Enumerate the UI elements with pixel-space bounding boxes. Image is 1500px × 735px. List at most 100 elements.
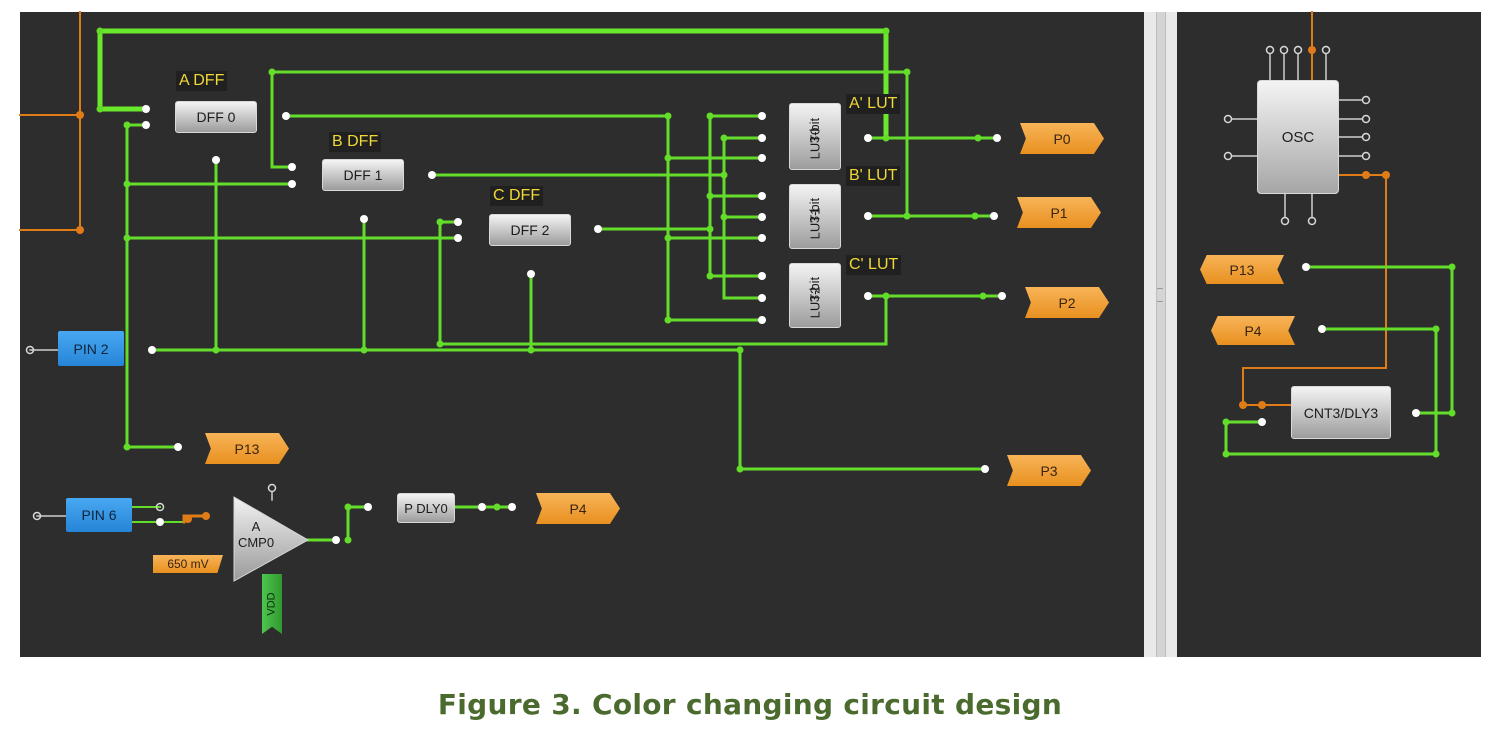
connection-pin	[478, 503, 486, 511]
junction-dot	[436, 218, 444, 226]
junction-dot	[974, 134, 982, 142]
junction-dot	[1308, 46, 1316, 54]
junction-dot	[1222, 418, 1230, 426]
port-p0[interactable]: P0	[1020, 123, 1104, 154]
port-r-p13[interactable]: P13	[1200, 255, 1284, 284]
connection-pin	[1412, 409, 1420, 417]
vref-650mv[interactable]: 650 mV	[153, 555, 223, 573]
connection-pin	[864, 134, 872, 142]
junction-dot	[664, 154, 672, 162]
open-pin	[1321, 45, 1331, 55]
connection-pin	[758, 154, 766, 162]
pin2-block[interactable]: PIN 2	[58, 331, 124, 366]
connection-pin	[758, 234, 766, 242]
junction-dot	[882, 292, 890, 300]
connection-pin	[212, 156, 220, 164]
junction-dot	[736, 346, 744, 354]
label-b-lut: B' LUT	[846, 166, 901, 186]
junction-dot	[664, 316, 672, 324]
connection-pin	[998, 292, 1006, 300]
comparator-shape[interactable]	[232, 495, 312, 585]
connection-pin	[864, 212, 872, 220]
junction-dot	[736, 465, 744, 473]
figure-caption: Figure 3. Color changing circuit design	[437, 688, 1063, 721]
junction-dot	[360, 346, 368, 354]
lut0-block[interactable]: 3-bit LUT0	[789, 103, 841, 170]
splitter[interactable]	[1144, 12, 1177, 657]
open-pin	[1265, 45, 1275, 55]
connection-pin	[758, 272, 766, 280]
dff0-block[interactable]: DFF 0	[175, 101, 257, 133]
connection-pin	[288, 163, 296, 171]
wire	[438, 220, 888, 346]
connection-pin	[288, 180, 296, 188]
open-pin	[1223, 114, 1233, 124]
osc-block[interactable]: OSC	[1257, 80, 1339, 194]
connection-pin	[758, 192, 766, 200]
junction-dot	[720, 171, 728, 179]
port-r-p4[interactable]: P4	[1211, 316, 1295, 345]
connection-pin	[156, 518, 164, 526]
orange-wire	[1242, 174, 1387, 406]
junction-dot	[96, 105, 104, 113]
vdd-supply[interactable]: VDD	[262, 574, 282, 634]
junction-dot	[123, 121, 131, 129]
cnt3-dly3-block[interactable]: CNT3/DLY3	[1291, 386, 1391, 439]
open-pin	[155, 502, 165, 512]
junction-dot	[344, 536, 352, 544]
dff1-block[interactable]: DFF 1	[322, 159, 404, 191]
port-p1[interactable]: P1	[1017, 197, 1101, 228]
junction-dot	[706, 112, 714, 120]
junction-dot	[720, 134, 728, 142]
connection-pin	[990, 212, 998, 220]
open-pin	[267, 483, 277, 493]
open-pin	[32, 511, 42, 521]
connection-pin	[758, 213, 766, 221]
connection-pin	[1318, 325, 1326, 333]
connection-pin	[758, 316, 766, 324]
connection-pin	[282, 112, 290, 120]
junction-dot	[1448, 409, 1456, 417]
pdly0-block[interactable]: P DLY0	[397, 493, 455, 523]
junction-dot	[344, 503, 352, 511]
junction-dot	[436, 340, 444, 348]
port-p3[interactable]: P3	[1007, 455, 1091, 486]
open-pin	[1280, 216, 1290, 226]
wire	[708, 227, 764, 278]
connection-pin	[594, 225, 602, 233]
junction-dot	[1222, 450, 1230, 458]
wire	[125, 123, 180, 449]
lut2-block[interactable]: 3-bit LUT2	[789, 263, 841, 328]
connection-pin	[428, 171, 436, 179]
dff2-block[interactable]: DFF 2	[489, 214, 571, 246]
wire	[430, 173, 764, 300]
junction-dot	[706, 192, 714, 200]
junction-dot	[882, 27, 890, 35]
label-c-lut: C' LUT	[846, 255, 902, 275]
junction-dot	[979, 292, 987, 300]
junction-dot	[527, 346, 535, 354]
junction-dot	[1432, 450, 1440, 458]
junction-dot	[664, 112, 672, 120]
junction-dot	[123, 180, 131, 188]
label-a-lut: A' LUT	[846, 94, 901, 114]
port-p13[interactable]: P13	[205, 433, 289, 464]
pin6-block[interactable]: PIN 6	[66, 498, 132, 532]
connection-pin	[360, 215, 368, 223]
open-pin	[1361, 95, 1371, 105]
junction-dot	[1382, 171, 1390, 179]
port-p2[interactable]: P2	[1025, 287, 1109, 318]
port-p4[interactable]: P4	[536, 493, 620, 524]
connection-pin	[993, 134, 1001, 142]
lut1-block[interactable]: 3-bit LUT1	[789, 184, 841, 249]
wire	[270, 70, 294, 169]
junction-dot	[76, 111, 84, 119]
label-a-dff: A DFF	[176, 71, 228, 91]
open-pin	[1279, 45, 1289, 55]
connection-pin	[364, 503, 372, 511]
junction-dot	[706, 225, 714, 233]
junction-dot	[1432, 325, 1440, 333]
junction-dot	[1258, 401, 1266, 409]
junction-dot	[184, 515, 192, 523]
